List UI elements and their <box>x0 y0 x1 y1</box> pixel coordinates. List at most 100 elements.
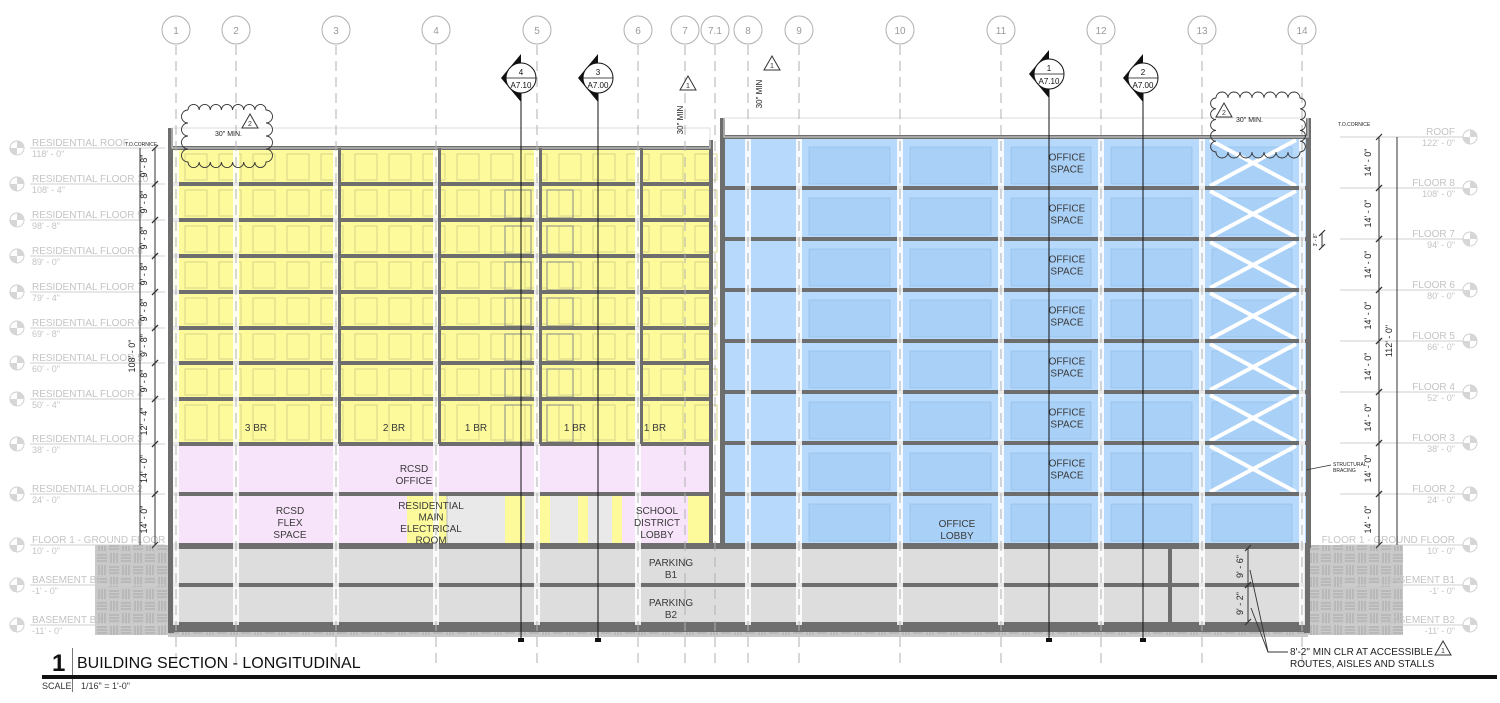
curtain-wall-panel <box>808 299 891 338</box>
level-head-icon <box>9 248 25 264</box>
level-head-icon <box>9 391 25 407</box>
party-wall <box>640 148 643 444</box>
right-floor-dimension-text: 14' - 0" <box>1363 149 1373 177</box>
grid-bubble <box>733 15 763 45</box>
level-head-icon <box>1462 384 1478 400</box>
window-outline <box>354 225 378 253</box>
window-outline <box>694 189 718 217</box>
grid-label: 1 <box>173 26 179 37</box>
level-head-icon <box>9 537 25 553</box>
level-head-icon <box>9 577 25 593</box>
room-label-office-space: SPACE <box>1050 471 1083 482</box>
curtain-wall-panel <box>909 248 992 287</box>
window-outline <box>490 225 514 253</box>
window-outline <box>320 153 344 181</box>
right-floor-dimension-text: 14' - 0" <box>1363 404 1373 432</box>
level-elevation: 94' - 0" <box>1427 240 1455 250</box>
section-marker-sheet: A7.00 <box>1133 81 1154 90</box>
level-head-icon <box>9 355 25 371</box>
right-overall-dimension: 112' - 0" <box>1384 325 1394 357</box>
office-slab <box>722 339 1310 343</box>
basement-b2-dimension-tick <box>1244 618 1252 626</box>
window-outline <box>320 261 344 289</box>
window-outline <box>286 368 310 396</box>
window-outline <box>660 153 684 181</box>
level-head-quadrants <box>1463 283 1477 297</box>
window-outline <box>456 153 480 181</box>
room-label-1br: 1 BR <box>465 423 487 434</box>
level-head-quadrants <box>10 618 24 632</box>
room-label-office-space: OFFICE <box>1049 153 1086 164</box>
to-cornice-note: T.O.CORNICE <box>1338 122 1371 128</box>
clearance-note: ROUTES, AISLES AND STALLS <box>1290 659 1435 670</box>
electrical-room-fill <box>407 494 447 545</box>
curtain-wall-panel <box>1010 299 1092 338</box>
curtain-wall-panel <box>808 452 891 491</box>
basement-b1-dimension-text: 9' - 6" <box>1235 555 1245 578</box>
window-outline <box>252 297 276 325</box>
level-head-icon <box>9 617 25 633</box>
grid-bubble <box>700 15 730 45</box>
level-head-icon <box>1462 129 1478 145</box>
window-outline <box>252 368 276 396</box>
left-floor-dimension-text: 9' - 8" <box>139 334 149 357</box>
room-label-office-space: OFFICE <box>1049 204 1086 215</box>
level-head-icon <box>1462 577 1478 593</box>
level-name: FLOOR 1 - GROUND FLOOR <box>1322 535 1455 546</box>
window-outline <box>286 153 310 181</box>
office-west-wall <box>720 118 725 548</box>
level-elevation: 89' - 0" <box>32 257 60 267</box>
office-slab <box>722 441 1310 445</box>
section-marker-number: 3 <box>596 68 601 77</box>
curtain-wall-panel <box>1110 248 1193 287</box>
level-head-quadrants <box>1463 130 1477 144</box>
residential-parapet <box>171 127 711 149</box>
window-outline <box>490 333 514 360</box>
room-label-electrical-room: RESIDENTIAL <box>398 501 464 512</box>
level-head-quadrants <box>1463 181 1477 195</box>
left-floor-dimension-tick <box>151 180 159 188</box>
curtain-wall-panel <box>909 503 992 542</box>
window-outline <box>456 297 480 325</box>
window-outline <box>694 153 718 181</box>
level-head-icon <box>1462 486 1478 502</box>
left-floor-dimension-text: 9' - 8" <box>139 227 149 250</box>
residential-east-wall <box>709 140 713 548</box>
window-outline <box>286 189 310 217</box>
level-head-quadrants <box>10 437 24 451</box>
window-outline <box>218 404 242 441</box>
structural-bracing-note: STRUCTURAL <box>1333 462 1367 468</box>
room-label-office-space: SPACE <box>1050 216 1083 227</box>
room-label-office-space: OFFICE <box>1049 306 1086 317</box>
level-head-quadrants <box>10 285 24 299</box>
revision-number: 1 <box>686 83 690 90</box>
level-head-quadrants <box>1463 232 1477 246</box>
grid-bubble <box>522 15 552 45</box>
section-cut-end <box>1140 638 1146 642</box>
curtain-wall-panel <box>909 452 992 491</box>
grid-label: 5 <box>534 26 540 37</box>
left-floor-dimension-text: 14' - 0" <box>139 506 149 534</box>
window-outline <box>218 368 242 396</box>
room-label-school-district-lobby: SCHOOL <box>636 506 679 517</box>
right-floor-dimension-text: 14' - 0" <box>1363 200 1373 228</box>
clearance-leader <box>1250 607 1269 653</box>
grid-bubble <box>623 15 653 45</box>
room-label-office-space: SPACE <box>1050 318 1083 329</box>
level-name: BASEMENT B1 <box>1385 575 1455 586</box>
level-head-icon <box>9 284 25 300</box>
rcsd-flex-fill <box>172 494 407 545</box>
curtain-wall-panel <box>808 401 891 440</box>
level-head-quadrants <box>10 321 24 335</box>
curtain-wall-panel <box>1010 503 1092 542</box>
level-elevation: 66' - 0" <box>1427 342 1455 352</box>
window-outline <box>592 225 616 253</box>
window-outline <box>252 153 276 181</box>
window-outline <box>660 225 684 253</box>
left-floor-dimension-text: 12' - 4" <box>139 408 149 436</box>
level-head-quadrants <box>10 141 24 155</box>
window-outline <box>456 189 480 217</box>
office-slab <box>722 186 1310 190</box>
